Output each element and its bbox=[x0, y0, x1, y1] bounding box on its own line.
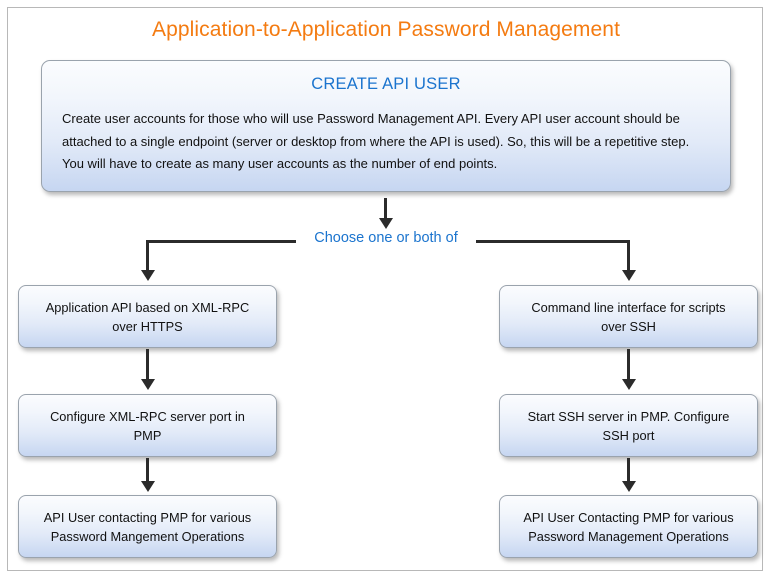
box-left-step-3-line2: Password Mangement Operations bbox=[50, 529, 245, 544]
arrowhead-left-1-to-2 bbox=[140, 379, 155, 390]
box-right-step-2-line2: SSH port bbox=[602, 428, 655, 443]
create-api-user-box: CREATE API USER Create user accounts for… bbox=[41, 60, 731, 192]
box-left-step-2-line1: Configure XML-RPC server port in bbox=[50, 409, 245, 424]
box-right-step-1-line1: Command line interface for scripts bbox=[531, 300, 726, 315]
connector-main-down bbox=[384, 198, 387, 222]
connector-branch-right-drop bbox=[627, 240, 630, 272]
connector-right-1-to-2 bbox=[627, 349, 630, 381]
page-title: Application-to-Application Password Mana… bbox=[151, 18, 620, 41]
box-left-step-2: Configure XML-RPC server port in PMP bbox=[18, 394, 277, 457]
connector-left-1-to-2 bbox=[146, 349, 149, 381]
arrowhead-branch-left bbox=[140, 270, 155, 281]
connector-branch-left-drop bbox=[146, 240, 149, 272]
box-right-step-2: Start SSH server in PMP. Configure SSH p… bbox=[499, 394, 758, 457]
arrowhead-right-2-to-3 bbox=[621, 481, 636, 492]
create-api-user-body: Create user accounts for those who will … bbox=[62, 111, 690, 171]
box-left-step-3-line1: API User contacting PMP for various bbox=[43, 510, 252, 525]
box-left-step-2-line2: PMP bbox=[133, 428, 162, 443]
box-right-step-3: API User Contacting PMP for various Pass… bbox=[499, 495, 758, 558]
arrowhead-left-2-to-3 bbox=[140, 481, 155, 492]
connector-branch-horizontal-right bbox=[467, 240, 630, 243]
box-left-step-3: API User contacting PMP for various Pass… bbox=[18, 495, 277, 558]
connector-branch-horizontal-left bbox=[146, 240, 306, 243]
box-right-step-3-line1: API User Contacting PMP for various bbox=[523, 510, 734, 525]
box-left-step-1-line2: over HTTPS bbox=[112, 319, 183, 334]
create-api-user-heading: CREATE API USER bbox=[311, 75, 461, 93]
box-left-step-1-line1: Application API based on XML-RPC bbox=[45, 300, 250, 315]
box-right-step-1-line2: over SSH bbox=[601, 319, 656, 334]
connector-left-2-to-3 bbox=[146, 458, 149, 483]
box-right-step-3-line2: Password Management Operations bbox=[528, 529, 729, 544]
box-right-step-1: Command line interface for scripts over … bbox=[499, 285, 758, 348]
arrowhead-right-1-to-2 bbox=[621, 379, 636, 390]
box-left-step-1: Application API based on XML-RPC over HT… bbox=[18, 285, 277, 348]
arrowhead-main-down bbox=[378, 218, 393, 229]
branch-label: Choose one or both of bbox=[296, 230, 476, 246]
connector-right-2-to-3 bbox=[627, 458, 630, 483]
box-right-step-2-line1: Start SSH server in PMP. Configure bbox=[527, 409, 730, 424]
arrowhead-branch-right bbox=[621, 270, 636, 281]
